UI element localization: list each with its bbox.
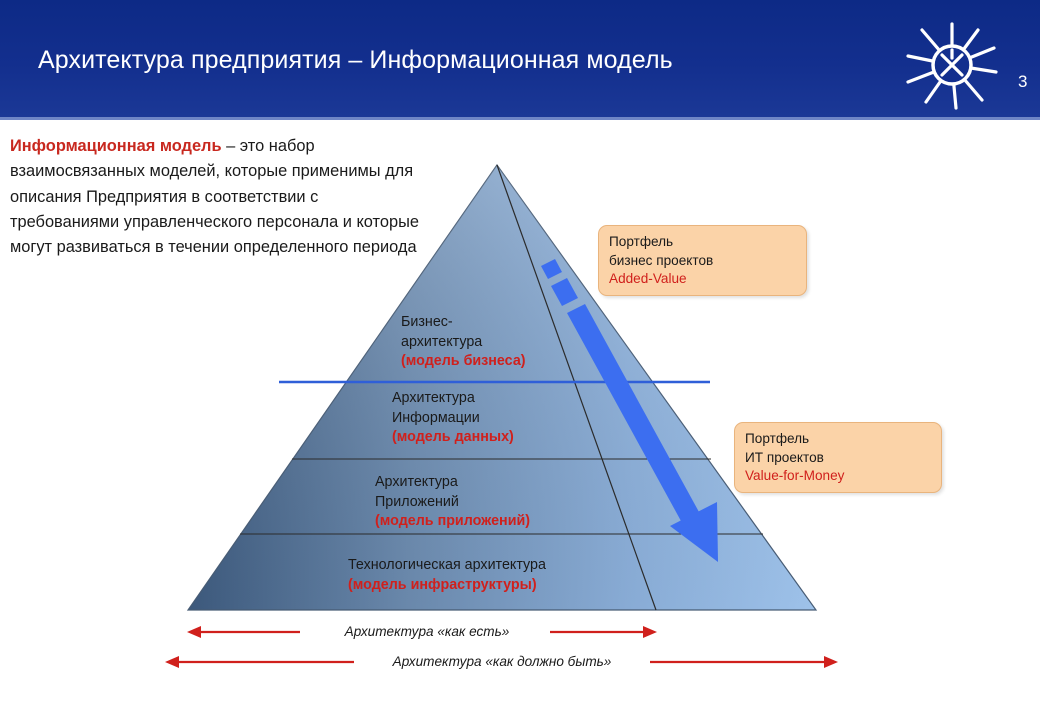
- as-is-right-arrowhead: [643, 626, 657, 638]
- layer-technology: Технологическая архитектура (модель инфр…: [348, 556, 546, 595]
- layer-business-line2: архитектура: [401, 333, 483, 350]
- callout-business-value: Added-Value: [609, 271, 687, 286]
- grid-company-logo-icon: [906, 22, 998, 110]
- to-be-right-arrowhead: [824, 656, 838, 668]
- layer-information-line1: Архитектура: [392, 390, 475, 406]
- page-title: Архитектура предприятия – Информационная…: [38, 46, 673, 74]
- as-is-left-arrowhead: [187, 626, 201, 638]
- pyramid-shade: [188, 165, 816, 610]
- layer-technology-line1: Технологическая архитектура: [348, 557, 546, 573]
- callout-business-portfolio: Портфель бизнес проектов Added-Value: [598, 225, 807, 296]
- layer-applications: Архитектура Приложений (модель приложени…: [375, 473, 530, 532]
- callout-business-line1: Портфель: [609, 234, 674, 249]
- callout-it-line2: ИТ проектов: [745, 449, 824, 465]
- slide-number: 3: [1018, 72, 1028, 91]
- callout-it-value: Value-for-Money: [745, 468, 845, 483]
- header-bar: [0, 0, 1040, 117]
- callout-business-line2: бизнес проектов: [609, 252, 714, 268]
- layer-business-model: (модель бизнеса): [401, 353, 526, 369]
- to-be-span-arrows: [165, 656, 838, 668]
- header-underline: [0, 117, 1040, 120]
- layer-business-line1: Бизнес-: [401, 314, 453, 330]
- layer-information-line2: Информации: [392, 409, 480, 426]
- to-be-label: Архитектура «как должно быть»: [392, 654, 612, 669]
- callout-it-portfolio: Портфель ИТ проектов Value-for-Money: [734, 422, 942, 493]
- layer-applications-line1: Архитектура: [375, 474, 458, 490]
- layer-information: Архитектура Информации (модель данных): [392, 389, 514, 448]
- intro-text: – это набор взаимосвязанных моделей, кот…: [10, 137, 420, 257]
- pyramid-ridge-line: [496, 164, 657, 611]
- layer-business: Бизнес- архитектура (модель бизнеса): [401, 313, 526, 372]
- arrow-head: [670, 502, 718, 562]
- as-is-label: Архитектура «как есть»: [344, 624, 510, 639]
- layer-information-model: (модель данных): [392, 429, 514, 445]
- to-be-left-arrowhead: [165, 656, 179, 668]
- layer-technology-model: (модель инфраструктуры): [348, 576, 537, 593]
- arrow-dash-1: [541, 259, 562, 279]
- arrow-shaft: [567, 304, 699, 521]
- intro-highlight: Информационная модель: [10, 137, 222, 155]
- layer-applications-line2: Приложений: [375, 493, 459, 510]
- intro-definition: Информационная модель – это набор взаимо…: [10, 134, 430, 260]
- value-flow-arrow: [541, 259, 718, 562]
- arrow-dash-2: [551, 278, 578, 306]
- callout-it-line1: Портфель: [745, 431, 810, 446]
- layer-applications-model: (модель приложений): [375, 513, 531, 529]
- as-is-span-arrows: [187, 626, 657, 638]
